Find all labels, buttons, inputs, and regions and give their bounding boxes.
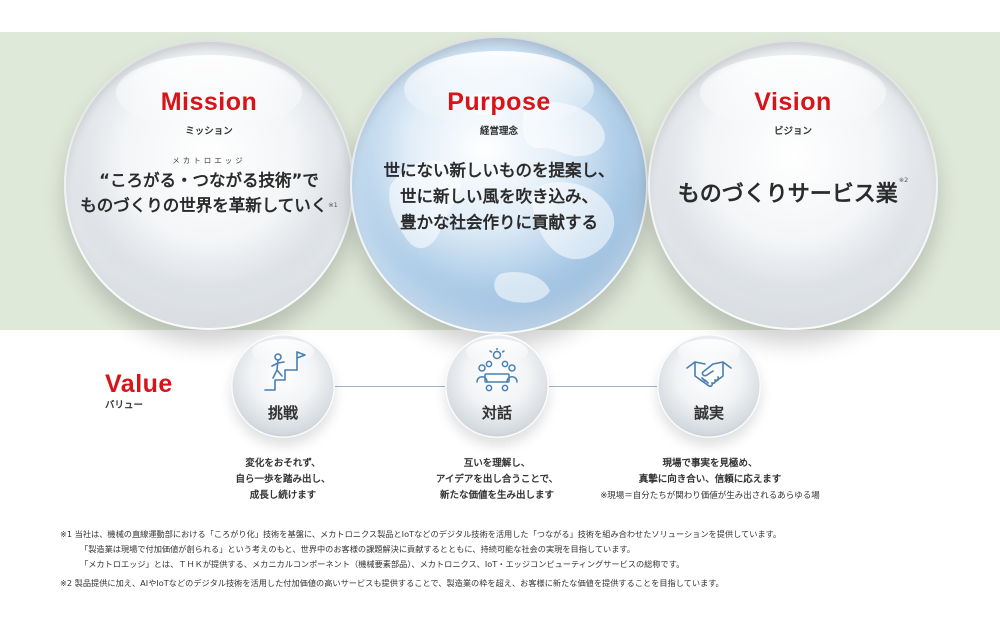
purpose-line1: 世にない新しいものを提案し、: [383, 161, 615, 180]
value-connector-line-1: [334, 386, 446, 387]
mission-ruby: メカトロエッジ: [172, 156, 246, 165]
value-note-integrity: ※現場＝自分たちが関わり価値が生み出されるあらゆる場: [600, 491, 820, 501]
vision-title: Vision: [754, 88, 832, 116]
value-sphere-dialogue: 対話: [445, 334, 549, 438]
sphere-highlight: [677, 339, 741, 365]
mission-footnote-mark: ※1: [328, 201, 338, 209]
sphere-highlight: [251, 339, 315, 365]
value-desc-integrity: 現場で事実を見極め、 真摯に向き合い、信頼に応えます ※現場＝自分たちが関わり価…: [590, 456, 830, 504]
value-desc-line: 自ら一歩を踏み出し、: [235, 474, 331, 485]
value-name-integrity: 誠実: [693, 404, 724, 422]
value-desc-dialogue: 互いを理解し、 アイデアを出し合うことで、 新たな価値を生み出します: [377, 456, 617, 504]
climbing-steps-flag-icon: [264, 351, 306, 391]
footnote-1-line3: 「メカトロエッジ」とは、ＴＨＫが提供する、メカニカルコンポーネント（機械要素部品…: [80, 559, 685, 569]
mission-statement-line2-wrap: ものづくりの世界を革新していく※1: [64, 193, 354, 218]
vision-statement-wrap: ものづくりサービス業※2: [648, 176, 938, 208]
handshake-icon: [686, 361, 732, 388]
mission-title: Mission: [160, 88, 258, 116]
value-subtitle: バリュー: [105, 400, 144, 411]
vision-sphere: Vision ビジョン ものづくりサービス業※2: [648, 40, 938, 330]
value-desc-line: 互いを理解し、: [463, 458, 531, 469]
footnote-1-line1: ※1 当社は、機械の直線運動部における「ころがり化」技術を基盤に、メカトロニクス…: [60, 529, 782, 539]
value-desc-line: 変化をおそれず、: [245, 458, 321, 469]
mission-statement-line2: ものづくりの世界を革新していく: [80, 196, 328, 215]
value-title: Value: [105, 370, 173, 398]
value-connector-line-2: [548, 386, 658, 387]
value-name-dialogue: 対話: [481, 404, 512, 422]
value-desc-line: 真摯に向き合い、信頼に応えます: [638, 474, 782, 485]
footnotes: ※1 当社は、機械の直線運動部における「ころがり化」技術を基盤に、メカトロニクス…: [60, 527, 960, 591]
value-desc-line: 新たな価値を生み出します: [439, 490, 554, 501]
vision-statement: ものづくりサービス業: [677, 182, 898, 207]
value-sphere-challenge: 挑戦: [231, 334, 335, 438]
purpose-globe-sphere: Purpose 経営理念 世にない新しいものを提案し、 世に新しい風を吹き込み、…: [350, 36, 648, 334]
vision-subtitle: ビジョン: [773, 126, 812, 137]
purpose-line2: 世に新しい風を吹き込み、: [400, 187, 598, 206]
footnote-2: ※2 製品提供に加え、AIやIoTなどのデジタル技術を活用した付加価値の高いサー…: [60, 578, 724, 588]
purpose-title: Purpose: [447, 88, 551, 116]
vision-footnote-mark: ※2: [898, 176, 909, 184]
mission-statement-line1: “ころがる・つながる技術”で: [99, 171, 319, 190]
value-sphere-integrity: 誠実: [657, 334, 761, 438]
sphere-highlight: [116, 54, 302, 130]
purpose-line3: 豊かな社会作りに貢献する: [400, 213, 598, 232]
sphere-highlight: [700, 54, 886, 130]
value-desc-line: 成長し続けます: [249, 490, 317, 501]
mission-sphere: Mission ミッション メカトロエッジ “ころがる・つながる技術”で ものづ…: [64, 40, 354, 330]
sphere-highlight: [403, 50, 595, 129]
value-desc-line: アイデアを出し合うことで、: [435, 474, 559, 485]
value-name-challenge: 挑戦: [267, 404, 298, 422]
team-meeting-idea-icon: [476, 348, 518, 392]
mission-subtitle: ミッション: [185, 126, 233, 137]
value-desc-line: 現場で事実を見極め、: [662, 458, 758, 469]
purpose-subtitle: 経営理念: [479, 126, 518, 137]
value-label: Value バリュー: [105, 370, 173, 411]
footnote-1-line2: 「製造業は現場で付加価値が創られる」という考えのもと、世界中のお客様の課題解決に…: [80, 544, 635, 554]
value-desc-challenge: 変化をおそれず、 自ら一歩を踏み出し、 成長し続けます: [163, 456, 403, 504]
